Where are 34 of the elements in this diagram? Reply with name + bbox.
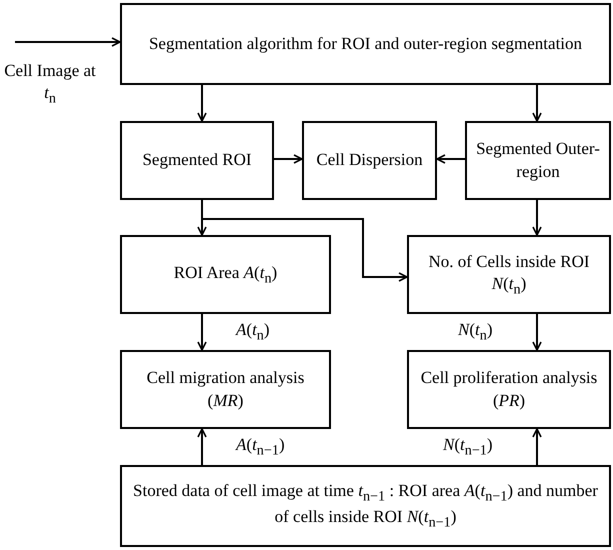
arrow bbox=[532, 200, 542, 236]
edge-label: N(t$_{n}$) bbox=[458, 320, 492, 344]
box-text: ROI Area A(t$_{n}$) bbox=[174, 262, 278, 288]
arrow bbox=[197, 85, 207, 122]
box-text: Cell proliferation analysis (PR) bbox=[420, 367, 598, 412]
arrow bbox=[532, 428, 542, 465]
arrow bbox=[15, 37, 121, 47]
input-label: Cell Image at t$_{n}$ bbox=[3, 60, 97, 108]
box-text: Cell Dispersion bbox=[316, 149, 423, 172]
process-box bbox=[120, 3, 611, 85]
box-text: Segmented Outer-region bbox=[475, 138, 601, 183]
arrow bbox=[274, 154, 303, 164]
arrow bbox=[532, 85, 542, 122]
arrow bbox=[197, 314, 207, 351]
box-text: Segmented ROI bbox=[142, 149, 252, 172]
box-text: No. of Cells inside ROI N(t$_{n}$) bbox=[427, 250, 591, 298]
process-box bbox=[465, 121, 611, 200]
process-box bbox=[120, 350, 331, 429]
arrow bbox=[201, 200, 408, 282]
edge-label: A(t$_{n}$) bbox=[236, 320, 270, 344]
process-box bbox=[120, 235, 331, 314]
process-box bbox=[407, 235, 611, 314]
arrow bbox=[532, 314, 542, 351]
process-box bbox=[120, 121, 274, 200]
box-text: Segmentation algorithm for ROI and outer-region segmentation bbox=[148, 32, 582, 55]
arrow bbox=[197, 428, 207, 465]
box-text: Stored data of cell image at time t$_{n−1}$ : ROI area A(t$_{n−1}$) and number of cells inside ROI N(t$_{n−1}$) bbox=[132, 480, 599, 532]
process-box bbox=[407, 350, 611, 429]
box-text: Cell migration analysis (MR) bbox=[146, 367, 306, 412]
edge-label: N(t$_{n−1}$) bbox=[443, 435, 493, 460]
edge-label: A(t$_{n−1}$) bbox=[236, 435, 285, 460]
arrow bbox=[436, 154, 465, 164]
process-box bbox=[302, 121, 437, 200]
process-box bbox=[120, 465, 611, 547]
